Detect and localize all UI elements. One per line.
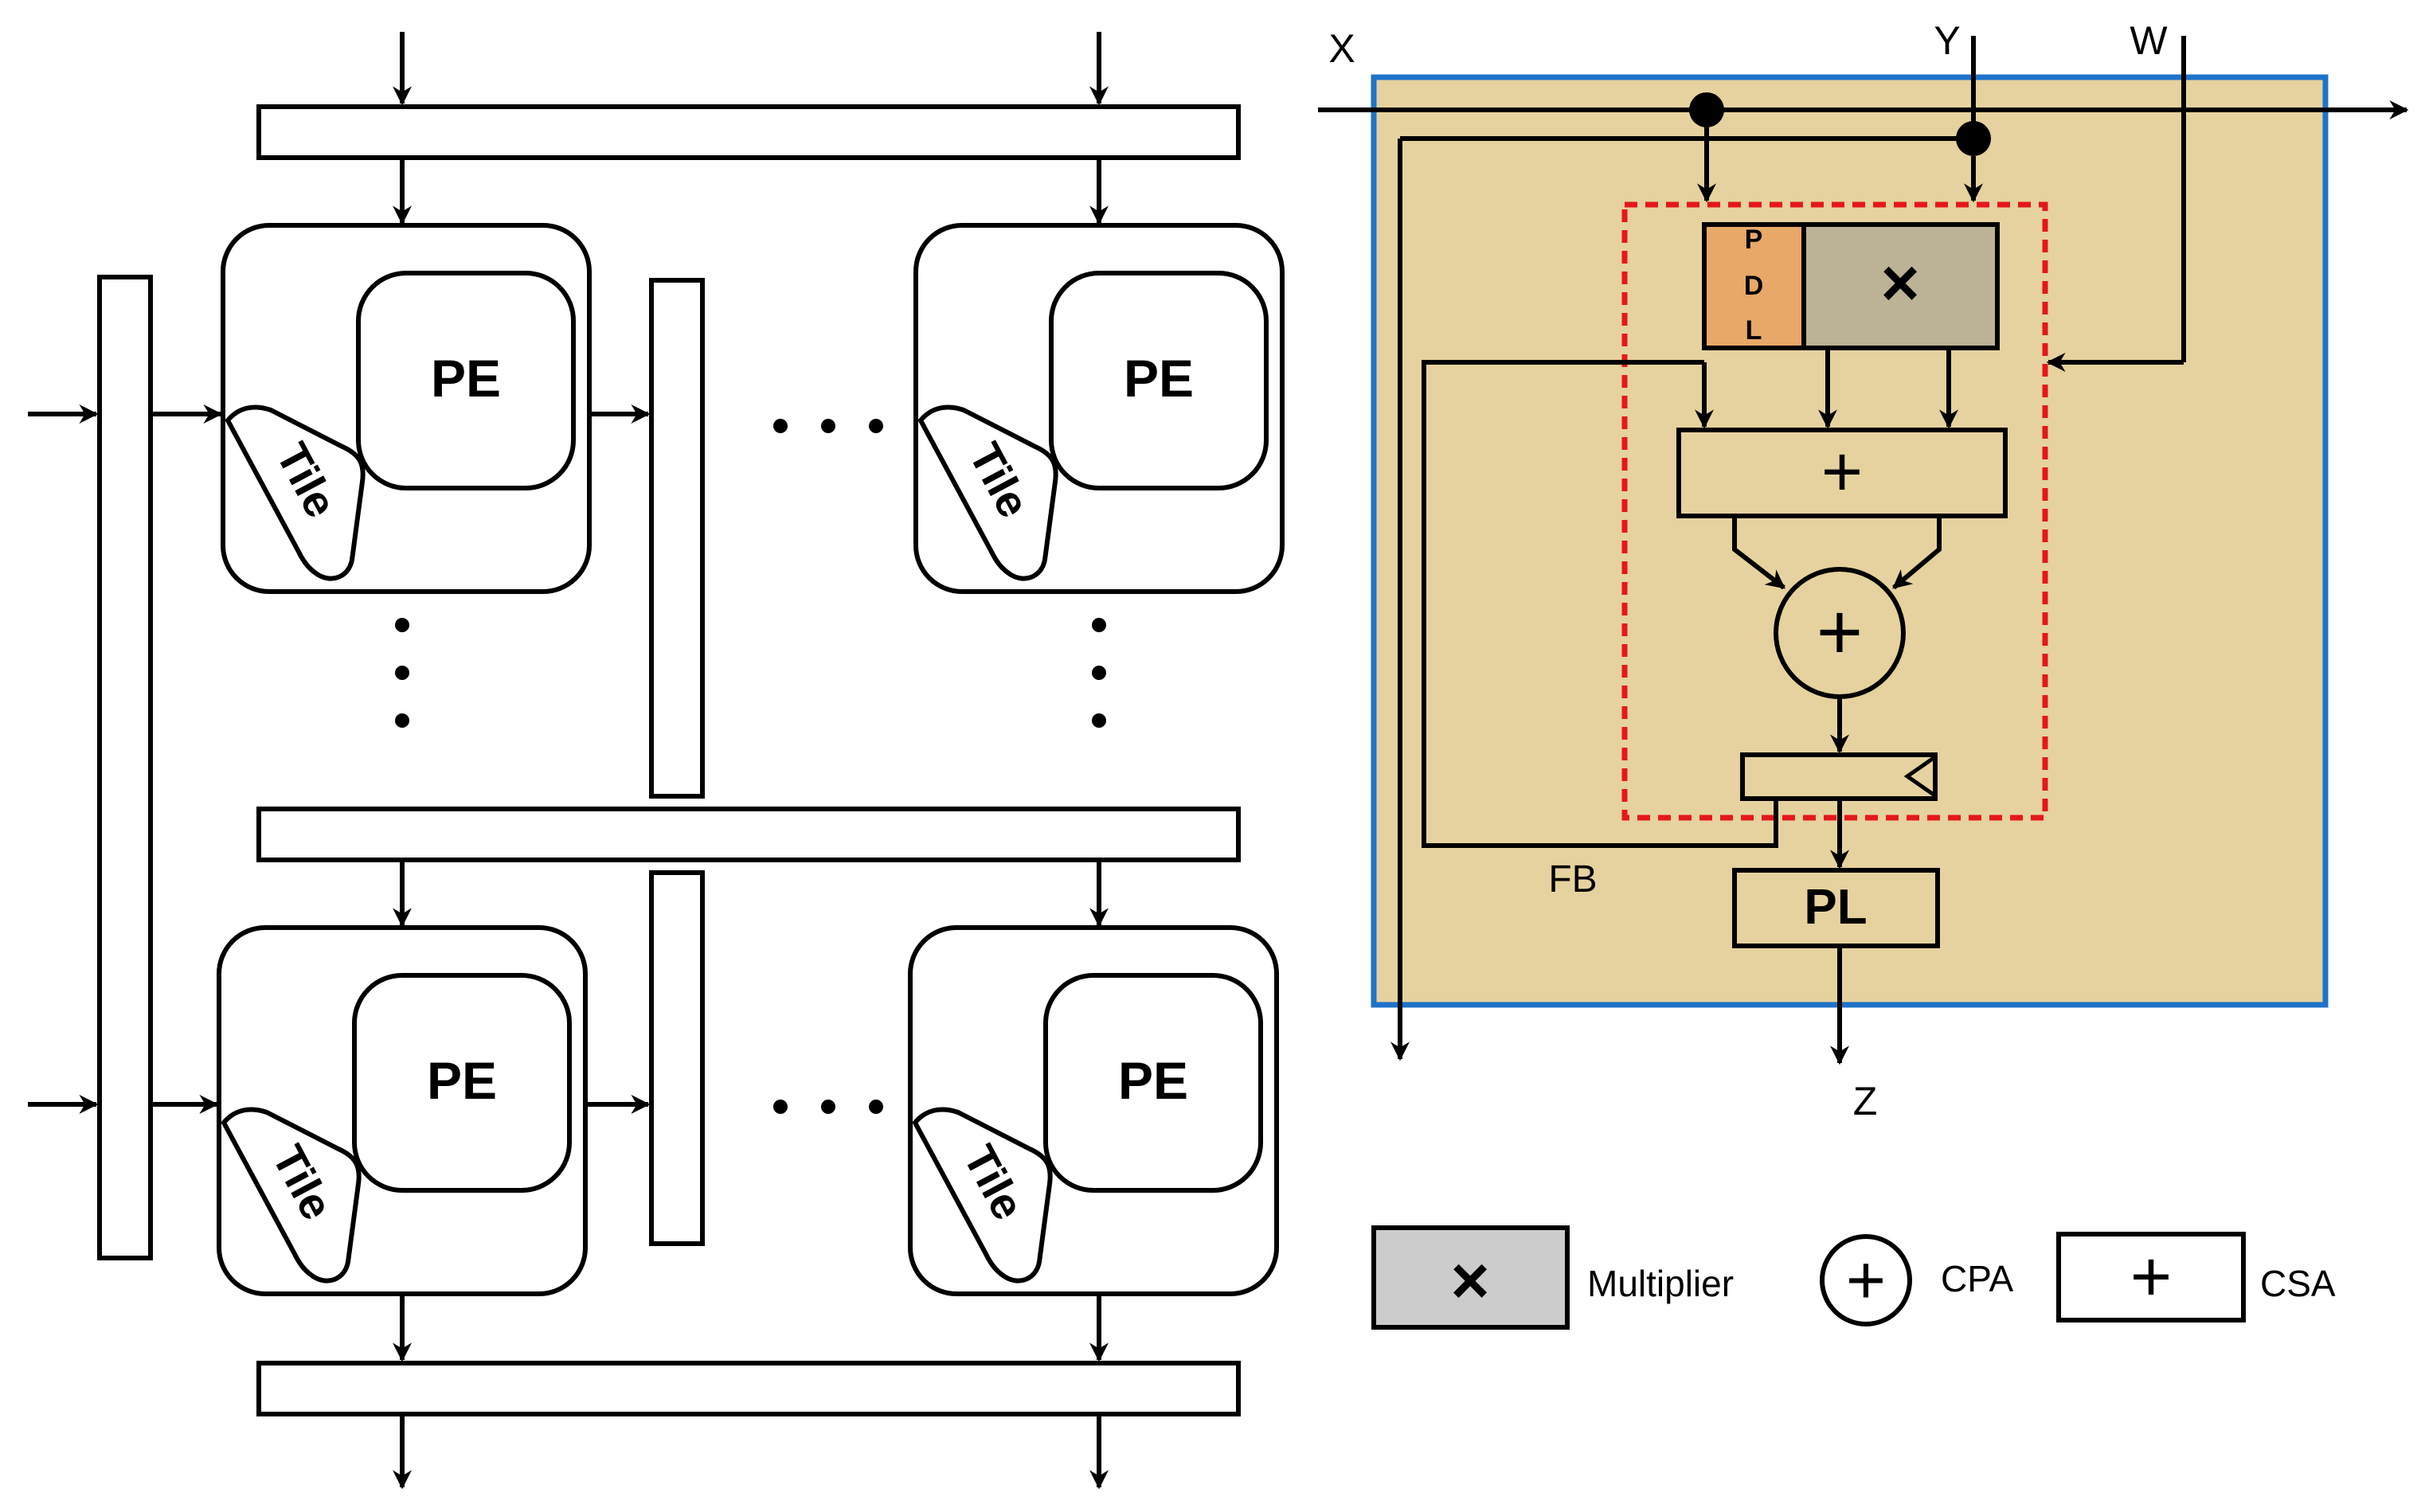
tile-top-right: PE Tile xyxy=(916,225,1282,592)
legend-csa-swatch xyxy=(2056,1232,2246,1323)
top-bus xyxy=(256,104,1241,160)
ellipsis-dots xyxy=(395,419,1106,1114)
pe-wires xyxy=(1400,36,2186,848)
tile-bottom-right: PE Tile xyxy=(910,928,1277,1294)
legend-cpa-circle xyxy=(1820,1234,1912,1326)
pdl-letter-l: L xyxy=(1746,315,1762,346)
pe-label: PE xyxy=(427,1051,497,1110)
tile-bottom-left: PE Tile xyxy=(219,928,585,1294)
pe-label: PE xyxy=(431,349,501,408)
accumulator-register xyxy=(1740,752,1938,801)
pdl-letter-d: D xyxy=(1744,271,1764,301)
csa-block xyxy=(1676,428,2008,518)
legend-multiplier-label: Multiplier xyxy=(1587,1263,1734,1304)
pdl-block xyxy=(1702,222,1806,350)
csa-symbol: + xyxy=(1821,432,1864,512)
mac-unit-dashed-region xyxy=(1621,201,2048,821)
legend-cpa-symbol: + xyxy=(1846,1242,1886,1319)
middle-bus xyxy=(256,807,1241,862)
legend-csa-symbol: + xyxy=(2130,1237,2173,1317)
input-y-label: Y xyxy=(1934,18,1960,63)
left-vertical-bus xyxy=(97,275,153,1260)
legend-csa-label: CSA xyxy=(2260,1263,2336,1304)
tile-top-left: PE Tile xyxy=(223,225,589,592)
legend-multiplier-swatch xyxy=(1371,1225,1570,1330)
multiplier-symbol: × xyxy=(1880,245,1919,320)
pipeline-label: PL xyxy=(1804,880,1867,935)
feedback-label: FB xyxy=(1548,858,1597,901)
pdl-letter-p: P xyxy=(1745,225,1763,255)
legend-cpa-label: CPA xyxy=(1941,1258,2013,1299)
center-vertical-bus-lower xyxy=(649,870,705,1246)
legend: × Multiplier + CPA + CSA xyxy=(1371,1225,2336,1330)
register-clock-icon xyxy=(1903,756,1935,797)
center-vertical-bus-upper xyxy=(649,278,705,799)
pe-grid: PE Tile PE Tile PE Tile PE Tile xyxy=(28,32,1282,1490)
output-z-label: Z xyxy=(1853,1079,1878,1123)
cpa-symbol: + xyxy=(1817,588,1863,677)
bottom-bus xyxy=(256,1361,1241,1416)
multiplier-block xyxy=(1801,222,2000,350)
legend-multiplier-symbol: × xyxy=(1450,1243,1489,1318)
pe-label: PE xyxy=(1124,349,1194,408)
grid-arrows xyxy=(28,32,1109,1490)
input-x-label: X xyxy=(1328,26,1355,71)
pe-detail: X Y W P D L × + + PL xyxy=(1318,18,2409,1123)
pe-arrows xyxy=(1318,100,2409,1065)
input-w-label: W xyxy=(2130,18,2168,63)
pe-label: PE xyxy=(1118,1051,1188,1110)
pipeline-latch-block xyxy=(1732,868,1940,948)
y-junction-dot xyxy=(1956,121,1991,156)
